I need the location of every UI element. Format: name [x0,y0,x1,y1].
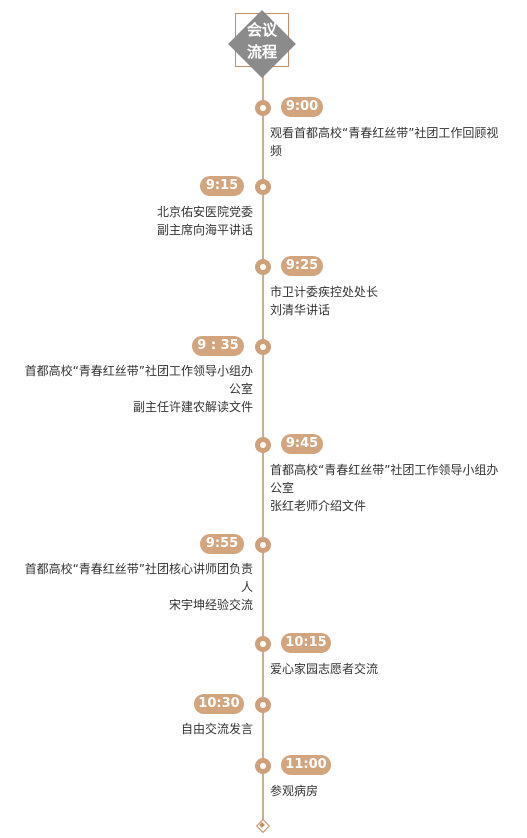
time-badge: 10:30 [194,694,244,714]
timeline-node [255,758,271,774]
agenda-line: 公室 [270,481,295,495]
time-badge: 9:55 [200,534,244,554]
agenda-text: 市卫计委疾控处处长 刘清华讲话 [270,283,522,319]
timeline-node [255,697,271,713]
agenda-line: 市卫计委疾控处处长 [270,285,379,299]
agenda-line: 爱心家园志愿者交流 [270,662,379,676]
agenda-text: 首都高校“青春红丝带”社团工作领导小组办 公室 张红老师介绍文件 [270,461,522,515]
agenda-line: 首都高校“青春红丝带”社团核心讲师团负责 [24,562,253,576]
timeline-node [255,437,271,453]
agenda-line: 人 [240,580,253,594]
agenda-text: 观看首都高校“青春红丝带”社团工作回顾视 频 [270,124,522,160]
agenda-text: 参观病房 [270,782,522,800]
time-badge: 9 : 35 [192,336,244,356]
agenda-text: 首都高校“青春红丝带”社团工作领导小组办 公室 副主任许建农解读文件 [0,362,253,416]
agenda-line: 副主席向海平讲话 [156,223,253,237]
agenda-text: 爱心家园志愿者交流 [270,660,522,678]
agenda-text: 自由交流发言 [0,720,253,738]
agenda-line: 公室 [228,382,253,396]
agenda-text: 北京佑安医院党委 副主席向海平讲话 [0,203,253,239]
timeline-end-icon [255,818,271,834]
timeline-node [255,636,271,652]
agenda-line: 频 [270,144,283,158]
timeline-node [255,537,271,553]
timeline-node [255,259,271,275]
title-line-2: 流程 [246,43,277,61]
agenda-line: 首都高校“青春红丝带”社团工作领导小组办 [270,463,499,477]
agenda-line: 副主任许建农解读文件 [132,400,253,414]
agenda-line: 刘清华讲话 [270,303,331,317]
title-line-1: 会议 [246,21,277,39]
time-badge: 11:00 [281,755,331,775]
agenda-line: 张红老师介绍文件 [270,499,367,513]
timeline-node [255,339,271,355]
time-badge: 9:25 [281,256,323,276]
agenda-line: 宋宇坤经验交流 [168,598,253,612]
agenda-line: 观看首都高校“青春红丝带”社团工作回顾视 [270,126,499,140]
time-badge: 9:45 [281,434,323,454]
page-title: 会议 流程 [228,19,296,63]
time-badge: 9:00 [281,97,323,117]
agenda-line: 自由交流发言 [180,722,253,736]
agenda-line: 首都高校“青春红丝带”社团工作领导小组办 [24,364,253,378]
agenda-text: 首都高校“青春红丝带”社团核心讲师团负责 人 宋宇坤经验交流 [0,560,253,614]
time-badge: 9:15 [200,176,244,196]
time-badge: 10:15 [281,633,331,653]
agenda-line: 北京佑安医院党委 [156,205,253,219]
timeline-node [255,179,271,195]
agenda-line: 参观病房 [270,784,319,798]
timeline-node [255,100,271,116]
